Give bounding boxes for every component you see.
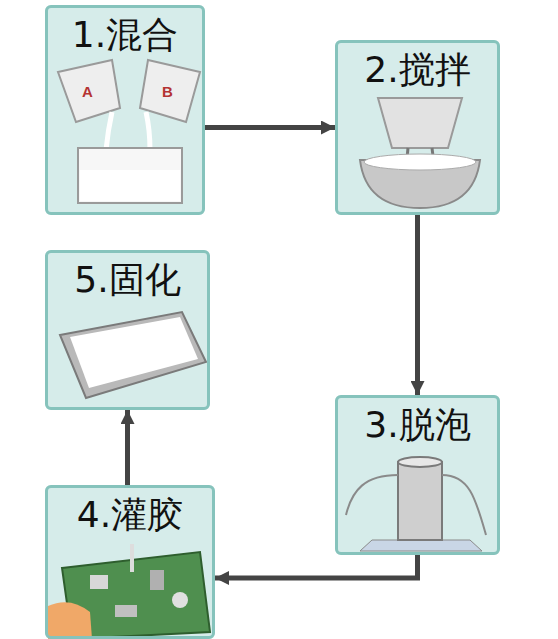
panel-ground: [335, 395, 500, 555]
flow-arrow: [415, 215, 420, 395]
process-panel: 5.固化: [45, 250, 210, 410]
pour-stream: [146, 112, 150, 150]
tray: [60, 312, 206, 398]
hand: [48, 602, 92, 639]
process-panel: 1.混合: [45, 5, 205, 215]
component: [90, 575, 108, 589]
component: [150, 570, 164, 590]
panel-ground: [45, 250, 210, 410]
process-panel: 3.脱泡: [335, 395, 500, 555]
mixer-body: [378, 98, 462, 148]
tube: [346, 475, 398, 515]
flow-arrow: [215, 555, 418, 578]
bucket-letter: B: [162, 84, 173, 99]
component: [115, 605, 137, 617]
tube: [442, 475, 486, 535]
panel-ground: [45, 485, 215, 639]
pour-stream: [106, 112, 112, 150]
canister: [398, 462, 442, 540]
process-panel: 2.搅拌: [335, 40, 500, 215]
step-label: 1.混合: [48, 8, 202, 55]
cured-compound: [70, 317, 198, 388]
flow-arrow: [205, 125, 335, 130]
canister-lid: [398, 457, 442, 467]
component: [172, 592, 188, 608]
bucket-letter: A: [82, 84, 93, 99]
panel-ground: [335, 40, 500, 215]
process-panel: 4.灌胶: [45, 485, 215, 639]
liquid: [80, 170, 180, 201]
step-label: 3.脱泡: [338, 398, 497, 445]
step-label: 5.固化: [48, 253, 207, 300]
mixing-container: [78, 148, 182, 203]
step-label: 4.灌胶: [48, 488, 212, 535]
bucket: [140, 60, 200, 122]
nozzle: [130, 544, 134, 572]
cream: [364, 154, 476, 170]
panel-ground: [45, 5, 205, 215]
flow-arrow: [125, 410, 130, 485]
plate: [360, 540, 482, 551]
step-label: 2.搅拌: [338, 43, 497, 90]
